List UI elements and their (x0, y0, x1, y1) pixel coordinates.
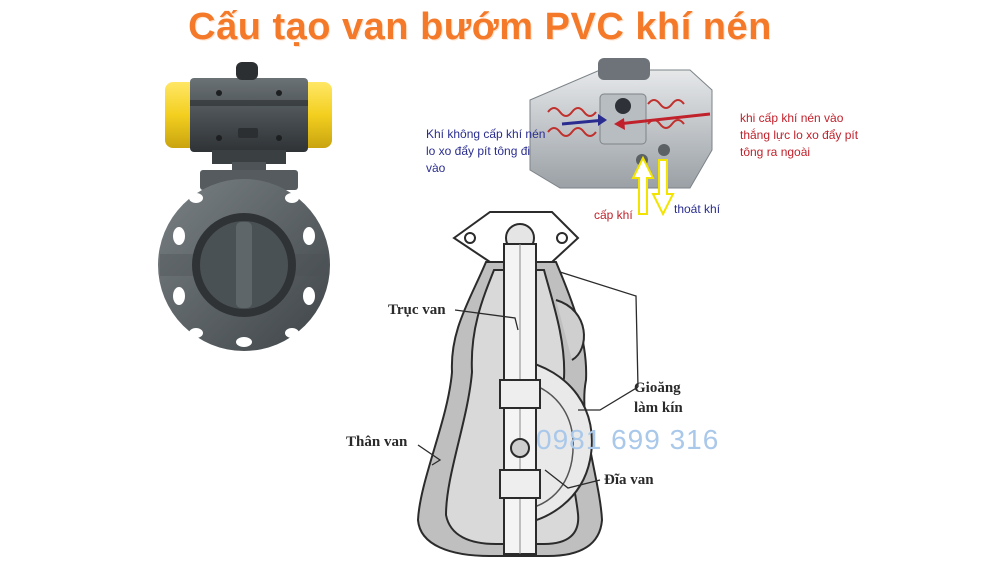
watermark-phone: 0981 699 316 (536, 424, 720, 455)
arrow-air-out-yellow (651, 159, 675, 217)
leader-lines (417, 271, 639, 489)
label-air-out: thoát khí (674, 202, 721, 216)
spring-left (547, 107, 597, 137)
butterfly-valve-cross-section (416, 211, 604, 557)
pvc-butterfly-valve-photo (158, 62, 332, 351)
arrow-spring-push-blue (561, 114, 607, 126)
note-air-push: khi cấp khí nén vào thắng lực lo xo đẩy … (740, 111, 859, 159)
flange-bolt-holes (173, 193, 315, 347)
label-air-in: cấp khí (594, 208, 633, 222)
label-dia-van: Đĩa van (604, 472, 654, 488)
arrow-air-in-yellow (631, 155, 655, 215)
page-title: Cấu tạo van bướm PVC khí nén (188, 6, 772, 48)
actuator-cutaway (529, 58, 713, 217)
arrow-air-push-red (614, 112, 711, 130)
label-truc-van: Trục van (388, 302, 446, 318)
actuator-body (190, 78, 308, 152)
position-indicator (236, 62, 258, 80)
note-spring-push: Khí không cấp khí nén lo xo đẩy pít tông… (426, 127, 546, 175)
label-gioang-line2: làm kín (634, 400, 683, 416)
label-than-van: Thân van (346, 434, 408, 450)
label-gioang-line1: Gioăng (634, 380, 681, 396)
